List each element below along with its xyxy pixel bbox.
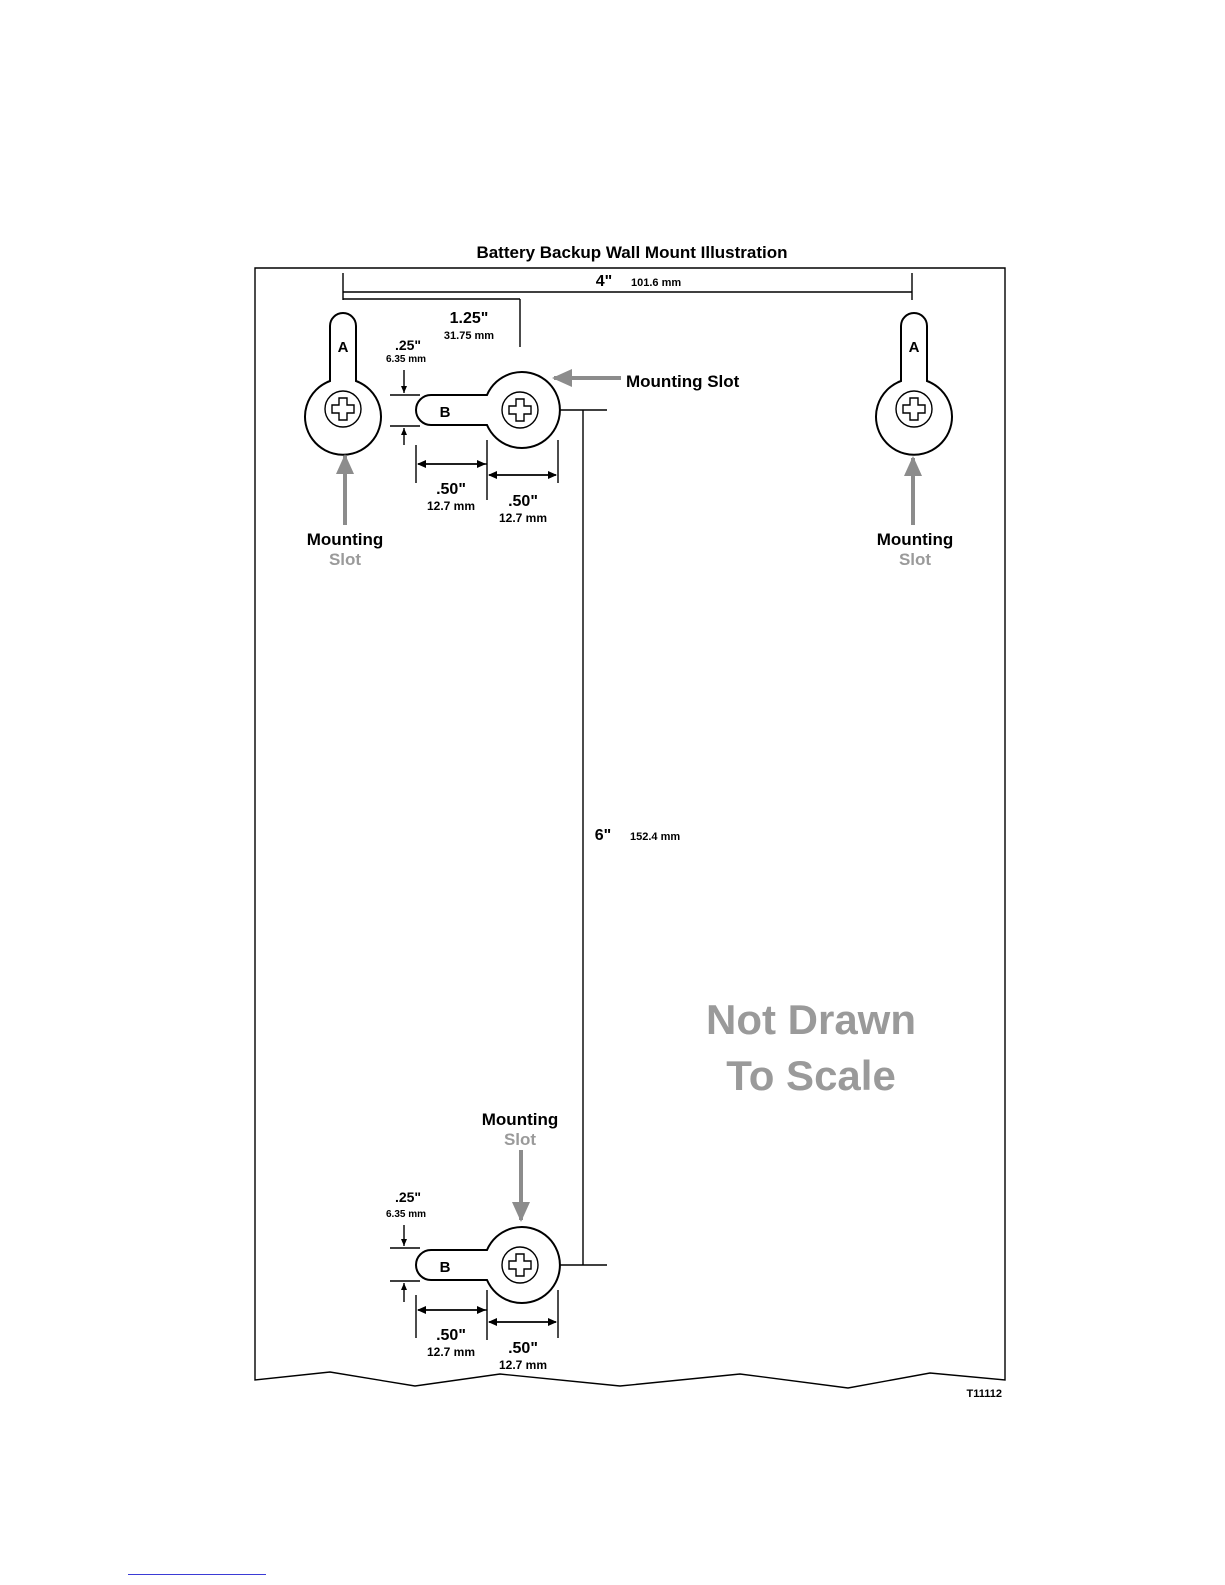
offset-dimension: 1.25" 31.75 mm bbox=[343, 299, 520, 347]
slot-a-left-label: A bbox=[338, 339, 349, 356]
slot-len-bottom-left-mm: 12.7 mm bbox=[427, 1345, 475, 1359]
slot-b-bottom-label: B bbox=[440, 1259, 451, 1276]
slot-width-dimension-bottom: .25" 6.35 mm bbox=[386, 1189, 426, 1302]
slot-b-top: B bbox=[416, 372, 560, 448]
slot-a-right: A bbox=[876, 313, 952, 455]
slot-width-bottom-in: .25" bbox=[395, 1189, 421, 1205]
slot-len-top-left-in: .50" bbox=[436, 481, 466, 498]
width-in-label: 4" bbox=[596, 273, 612, 290]
width-dimension: 4" 101.6 mm bbox=[343, 273, 912, 300]
slot-a-right-label: A bbox=[909, 339, 920, 356]
slot-width-top-mm: 6.35 mm bbox=[386, 354, 426, 365]
height-in-label: 6" bbox=[595, 827, 611, 844]
slot-b-bottom: B bbox=[416, 1227, 560, 1303]
slot-label-bottom: Slot bbox=[504, 1130, 536, 1149]
slot-len-top-right-mm: 12.7 mm bbox=[499, 511, 547, 525]
mounting-slot-label-top: Mounting Slot bbox=[626, 372, 740, 391]
diagram-title: Battery Backup Wall Mount Illustration bbox=[476, 243, 787, 262]
height-mm-label: 152.4 mm bbox=[630, 831, 680, 843]
slot-label-right: Slot bbox=[899, 550, 931, 569]
slot-len-top-right-in: .50" bbox=[508, 493, 538, 510]
offset-in-label: 1.25" bbox=[450, 310, 489, 327]
mounting-label-left: Mounting bbox=[307, 530, 383, 549]
slot-b-top-label: B bbox=[440, 404, 451, 421]
figure-id: T11112 bbox=[967, 1388, 1003, 1400]
not-to-scale-line2: To Scale bbox=[726, 1052, 896, 1099]
mounting-label-bottom: Mounting bbox=[482, 1110, 558, 1129]
slot-length-dimension-top: .50" 12.7 mm .50" 12.7 mm bbox=[416, 440, 558, 525]
slot-width-dimension-top: .25" 6.35 mm bbox=[386, 337, 426, 445]
slot-width-bottom-mm: 6.35 mm bbox=[386, 1209, 426, 1220]
slot-len-bottom-right-mm: 12.7 mm bbox=[499, 1358, 547, 1372]
offset-mm-label: 31.75 mm bbox=[444, 330, 494, 342]
mounting-label-right: Mounting bbox=[877, 530, 953, 549]
slot-label-left: Slot bbox=[329, 550, 361, 569]
slot-width-top-in: .25" bbox=[395, 337, 421, 353]
height-dimension: 6" 152.4 mm bbox=[560, 410, 680, 1265]
slot-len-top-left-mm: 12.7 mm bbox=[427, 499, 475, 513]
slot-length-dimension-bottom: .50" 12.7 mm .50" 12.7 mm bbox=[416, 1290, 558, 1372]
slot-a-left: A bbox=[305, 313, 381, 455]
footer-rule bbox=[128, 1574, 266, 1575]
slot-len-bottom-right-in: .50" bbox=[508, 1340, 538, 1357]
not-to-scale-line1: Not Drawn bbox=[706, 996, 916, 1043]
width-mm-label: 101.6 mm bbox=[631, 277, 681, 289]
slot-len-bottom-left-in: .50" bbox=[436, 1327, 466, 1344]
